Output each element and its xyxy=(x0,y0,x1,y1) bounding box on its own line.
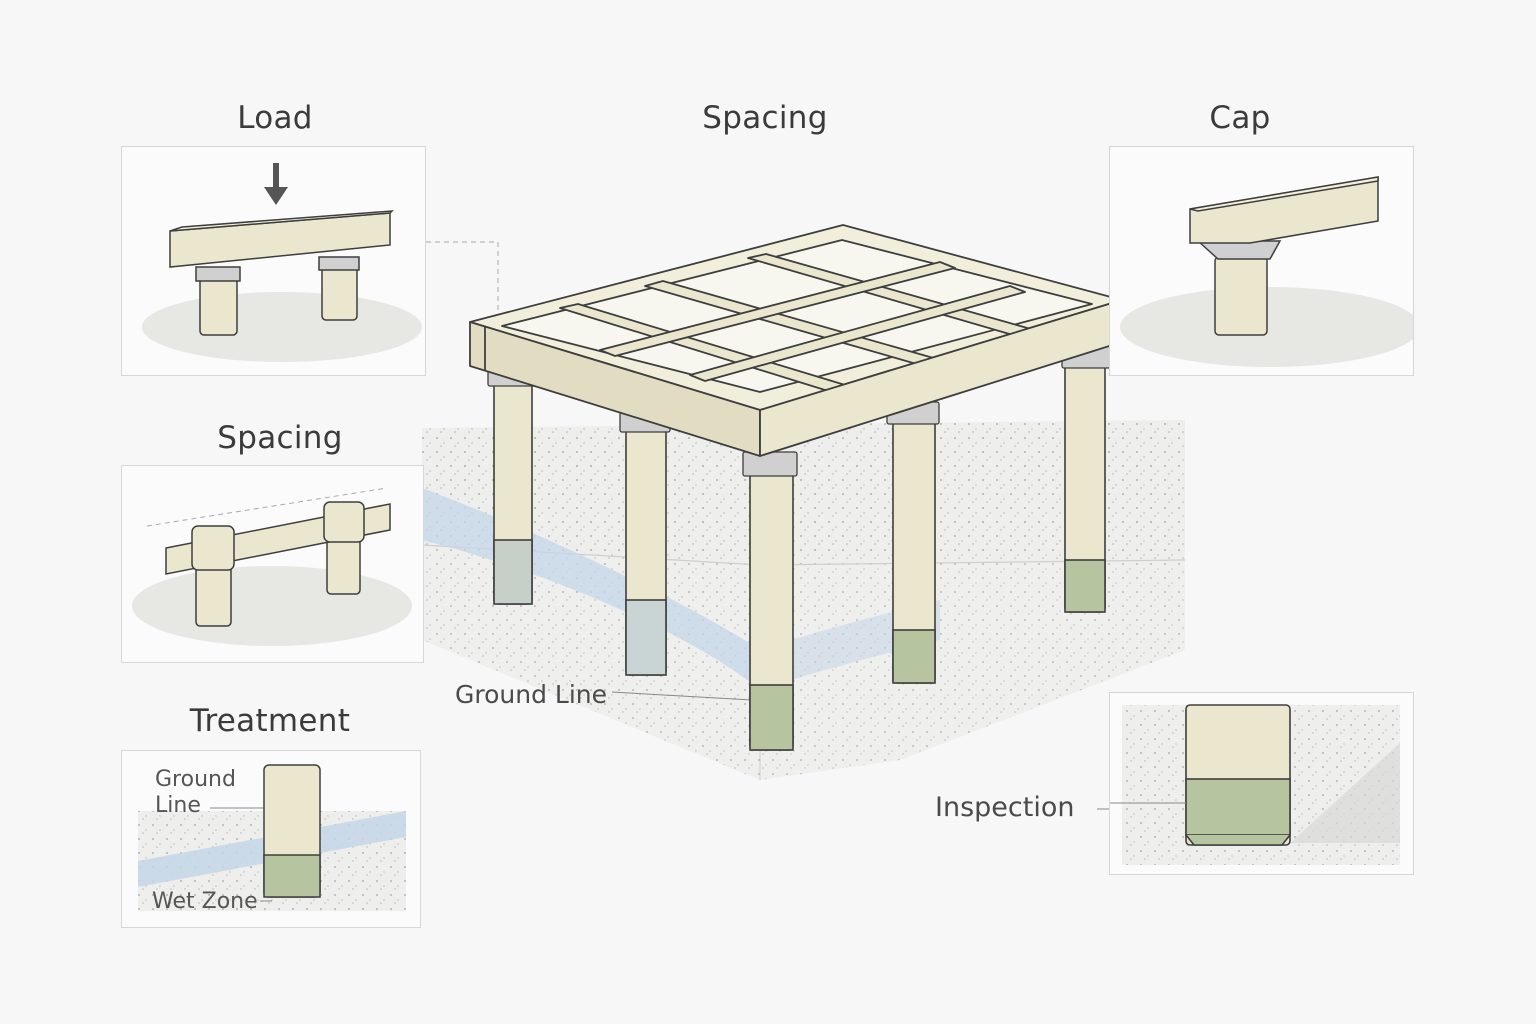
cap-panel xyxy=(1109,146,1414,376)
cap-title: Cap xyxy=(1209,100,1271,136)
load-arrow-icon xyxy=(264,163,288,205)
spacing-panel xyxy=(121,465,424,663)
pier-posts xyxy=(493,361,1106,751)
spacing-side-title: Spacing xyxy=(217,420,343,456)
treatment-panel: Ground Line Wet Zone xyxy=(121,750,421,928)
treatment-ground-label-2: Line xyxy=(155,793,201,818)
treatment-title: Treatment xyxy=(189,703,351,739)
treatment-wet-zone-label: Wet Zone xyxy=(152,889,258,914)
ground-line-leader xyxy=(611,691,753,701)
load-title: Load xyxy=(237,100,313,136)
inspection-label: Inspection xyxy=(935,792,1075,823)
treatment-ground-label-1: Ground xyxy=(155,767,236,792)
spacing-main-title: Spacing xyxy=(702,100,828,136)
inspection-panel xyxy=(1109,692,1414,875)
deck-frame xyxy=(469,224,1123,457)
load-panel xyxy=(121,146,426,376)
ground-line-label: Ground Line xyxy=(455,680,608,709)
